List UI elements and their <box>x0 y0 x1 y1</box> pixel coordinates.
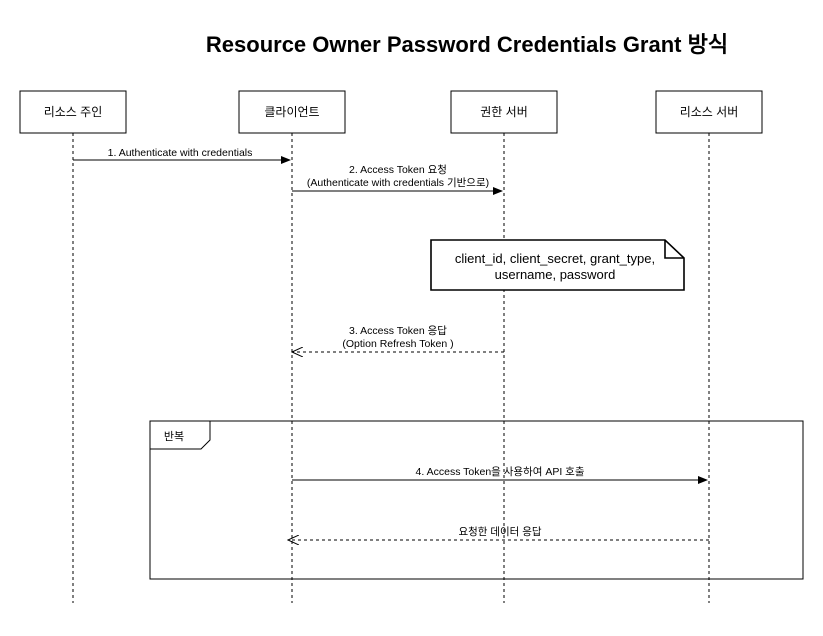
note-line: client_id, client_secret, grant_type, <box>455 251 655 266</box>
note-line: username, password <box>495 267 616 282</box>
actor-client: 클라이언트 <box>238 90 346 134</box>
actor-owner: 리소스 주인 <box>19 90 127 134</box>
message-label: 1. Authenticate with credentials <box>108 147 253 159</box>
message-label: 요청한 데이터 응답 <box>458 526 541 538</box>
message-1: 1. Authenticate with credentials <box>73 147 291 164</box>
actor-box <box>655 90 763 134</box>
note-fold <box>664 240 684 259</box>
message-label-detail: (Option Refresh Token ) <box>342 338 453 350</box>
message-3: 3. Access Token 응답 (Option Refresh Token… <box>292 325 504 352</box>
loop-frame: 반복 <box>149 420 804 580</box>
actor-box <box>19 90 127 134</box>
loop-frame-label: 반복 <box>164 430 184 443</box>
message-label: 3. Access Token 응답 <box>349 325 447 337</box>
loop-frame-tab <box>150 421 211 450</box>
actor-label-resource: 리소스 서버 <box>680 105 739 119</box>
actor-auth: 권한 서버 <box>450 90 558 134</box>
note-box <box>430 239 685 291</box>
message-2: 2. Access Token 요청 (Authenticate with cr… <box>292 164 503 195</box>
actor-label-owner: 리소스 주인 <box>44 105 103 119</box>
actor-box <box>450 90 558 134</box>
diagram-title: Resource Owner Password Credentials Gran… <box>206 32 728 57</box>
note-parameters: client_id, client_secret, grant_type, us… <box>430 239 685 291</box>
message-label: 4. Access Token을 사용하여 API 호출 <box>416 465 585 478</box>
loop-frame-box <box>149 420 804 580</box>
actor-box <box>238 90 346 134</box>
message-label: 2. Access Token 요청 <box>349 164 447 176</box>
actor-label-auth: 권한 서버 <box>480 105 528 119</box>
message-4: 4. Access Token을 사용하여 API 호출 <box>292 465 708 484</box>
message-label-detail: (Authenticate with credentials 기반으로) <box>307 177 489 189</box>
message-5: 요청한 데이터 응답 <box>288 526 709 540</box>
actor-resource: 리소스 서버 <box>655 90 763 134</box>
actor-label-client: 클라이언트 <box>264 105 319 119</box>
